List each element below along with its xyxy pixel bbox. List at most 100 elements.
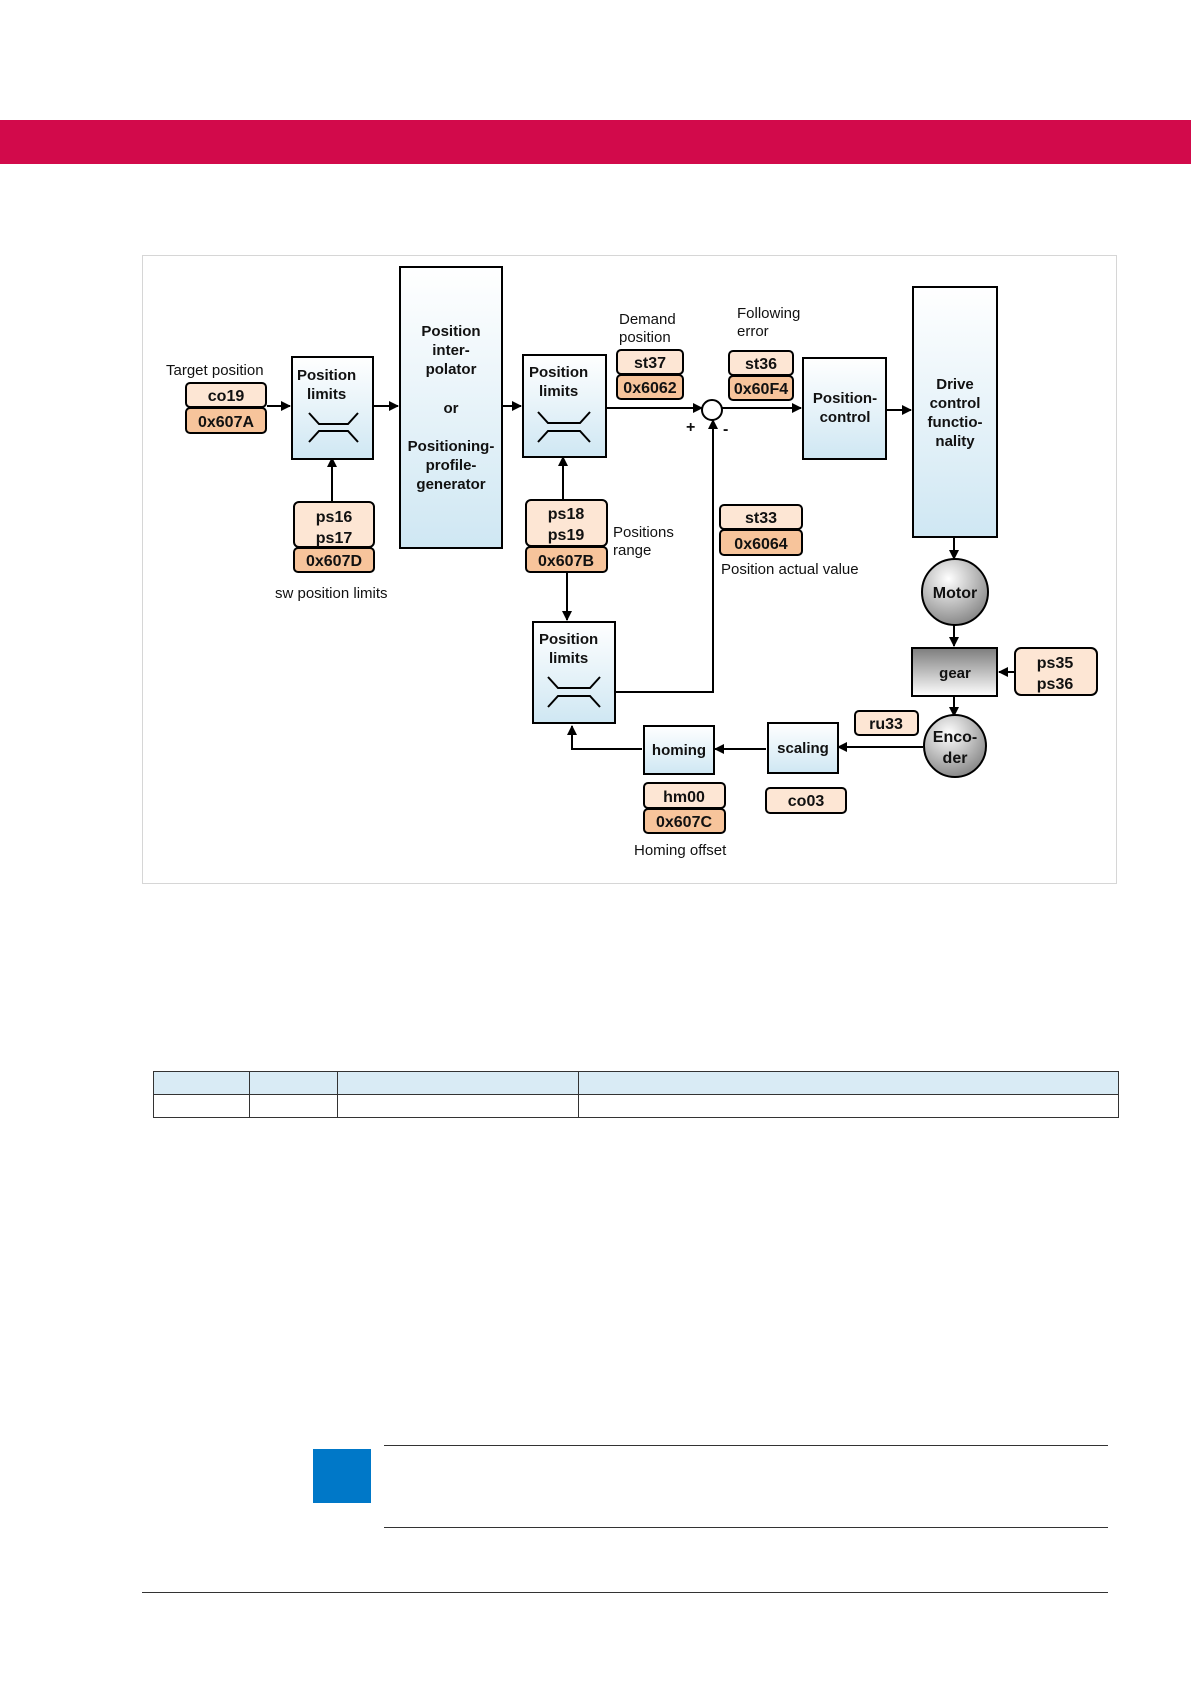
- footer-rule: [142, 1592, 1108, 1593]
- limiter-symbol-1: [308, 412, 359, 443]
- interpolator-or: or: [444, 400, 459, 417]
- position-limits-2-line2: limits: [539, 383, 578, 400]
- param-ps19-label: ps19: [548, 527, 585, 544]
- table-header-cell-2: [249, 1071, 338, 1095]
- table-header-cell-3: [337, 1071, 579, 1095]
- summing-junction: [701, 399, 723, 421]
- sum-plus-sign: +: [686, 419, 695, 436]
- position-limits-block-2: [522, 354, 607, 458]
- table-header-cell-4: [578, 1071, 1119, 1095]
- position-limits-3-line2: limits: [549, 650, 588, 667]
- note-top-rule: [384, 1445, 1108, 1446]
- position-limits-block-1: [291, 356, 374, 460]
- interpolator-line1: Position: [421, 323, 480, 340]
- position-limits-3-line1: Position: [539, 631, 598, 648]
- scaling-block: [767, 722, 839, 774]
- param-0x607D-label: 0x607D: [306, 553, 362, 570]
- table-header-cell-1: [153, 1071, 250, 1095]
- positions-range-line2: range: [613, 542, 651, 559]
- encoder-circle: [923, 714, 987, 778]
- position-control-block: [802, 357, 887, 460]
- param-0x6064-label: 0x6064: [734, 536, 787, 553]
- drive-control-line4: nality: [935, 433, 975, 450]
- note-bottom-rule: [384, 1527, 1108, 1528]
- parameter-table: [153, 1071, 1119, 1118]
- param-0x607C: [643, 808, 726, 834]
- interpolator-line7: generator: [416, 476, 485, 493]
- encoder-line1: Enco-: [933, 729, 977, 746]
- param-co03: [765, 787, 847, 814]
- arrow-homing-to-limits3: [567, 725, 642, 750]
- param-ps35-ps36: [1014, 647, 1098, 696]
- param-ru33-label: ru33: [869, 716, 903, 733]
- param-st37-label: st37: [634, 355, 666, 372]
- target-position-label: Target position: [166, 362, 264, 379]
- param-ps18-label: ps18: [548, 506, 585, 523]
- limiter-symbol-2: [537, 411, 591, 443]
- following-error-line2: error: [737, 323, 769, 340]
- sum-minus-sign: -: [723, 421, 728, 438]
- drive-control-block: [912, 286, 998, 538]
- param-0x60F4: [728, 375, 794, 401]
- encoder-line2: der: [943, 750, 968, 767]
- position-control-line1: Position-: [813, 390, 877, 407]
- param-ps35-label: ps35: [1037, 655, 1074, 672]
- param-0x607A: [185, 407, 267, 434]
- param-0x607B-label: 0x607B: [538, 553, 594, 570]
- table-cell-4: [578, 1094, 1119, 1118]
- param-0x6062: [616, 374, 684, 400]
- param-co19-label: co19: [208, 388, 245, 405]
- position-limits-1-line1: Position: [297, 367, 356, 384]
- param-0x607D: [293, 547, 375, 573]
- positions-range-line1: Positions: [613, 524, 674, 541]
- connectors: [267, 401, 1014, 754]
- param-0x607A-label: 0x607A: [198, 414, 254, 431]
- table-cell-1: [153, 1094, 250, 1118]
- param-0x607C-label: 0x607C: [656, 814, 712, 831]
- param-0x60F4-label: 0x60F4: [734, 381, 788, 398]
- demand-position-line2: position: [619, 329, 671, 346]
- drive-control-line3: functio-: [928, 414, 983, 431]
- following-error-line1: Following: [737, 305, 800, 322]
- param-ru33: [854, 710, 919, 736]
- homing-label: homing: [652, 742, 706, 759]
- param-st33-label: st33: [745, 510, 777, 527]
- interpolator-line6: profile-: [426, 457, 477, 474]
- position-actual-value-label: Position actual value: [721, 561, 859, 578]
- gear-block: [911, 647, 998, 697]
- table-row: [153, 1094, 1119, 1118]
- param-0x607B: [525, 546, 608, 573]
- drive-control-line1: Drive: [936, 376, 974, 393]
- info-icon: [313, 1449, 371, 1503]
- motor-circle: [921, 558, 989, 626]
- position-limits-block-3: [532, 621, 616, 724]
- param-ps36-label: ps36: [1037, 676, 1074, 693]
- interpolator-line3: polator: [426, 361, 477, 378]
- position-control-line2: control: [820, 409, 871, 426]
- gear-label: gear: [939, 665, 971, 682]
- param-hm00-label: hm00: [663, 789, 705, 806]
- param-0x6064: [719, 529, 803, 556]
- demand-position-line1: Demand: [619, 311, 676, 328]
- interpolator-line5: Positioning-: [408, 438, 495, 455]
- param-0x6062-label: 0x6062: [623, 380, 676, 397]
- position-limits-1-line2: limits: [307, 386, 346, 403]
- table-cell-2: [249, 1094, 338, 1118]
- table-header-row: [153, 1071, 1119, 1095]
- interpolator-block: [399, 266, 503, 549]
- position-limits-2-line1: Position: [529, 364, 588, 381]
- param-ps17-label: ps17: [316, 530, 353, 547]
- limiter-symbol-3: [547, 676, 601, 708]
- param-co03-label: co03: [788, 793, 825, 810]
- param-ps16-label: ps16: [316, 509, 353, 526]
- param-st36-label: st36: [745, 356, 777, 373]
- sw-position-limits-label: sw position limits: [275, 585, 388, 602]
- header-band: [0, 120, 1191, 164]
- arrow-feedback-to-sum: [615, 419, 718, 693]
- homing-offset-label: Homing offset: [634, 842, 727, 859]
- scaling-label: scaling: [777, 740, 829, 757]
- drive-control-line2: control: [930, 395, 981, 412]
- homing-block: [643, 725, 715, 775]
- interpolator-line2: inter-: [432, 342, 470, 359]
